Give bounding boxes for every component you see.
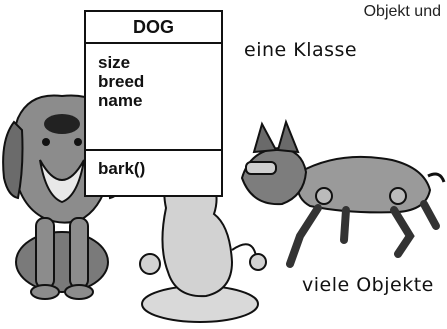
uml-class-box: DOG size breed name bark(): [84, 10, 223, 197]
robot-dog-illustration: [240, 118, 446, 268]
class-label: eine Klasse: [244, 39, 358, 61]
uml-methods: bark(): [86, 151, 221, 195]
uml-attributes: size breed name: [86, 44, 221, 151]
uml-attribute-name: name: [98, 91, 143, 110]
header-text: Objekt und: [363, 3, 441, 20]
uml-class-name: DOG: [86, 12, 221, 44]
uml-method-bark: bark(): [98, 159, 146, 178]
uml-attribute-size: size: [98, 53, 131, 72]
objects-label: viele Objekte: [302, 274, 434, 296]
uml-attribute-breed: breed: [98, 72, 145, 91]
